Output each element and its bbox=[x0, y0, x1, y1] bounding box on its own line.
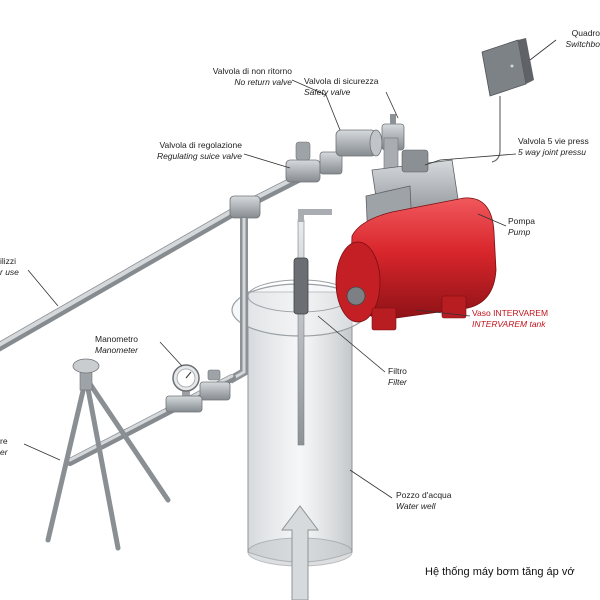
label-regulating-valve: Valvola di regolazione Regulating suice … bbox=[120, 140, 242, 162]
label-filter: Filtro Filter bbox=[388, 366, 407, 388]
label-utility-use: ilizzi r use bbox=[0, 256, 19, 278]
label-sprinkler: re er bbox=[0, 436, 8, 458]
sprinkler-tripod bbox=[48, 359, 168, 548]
label-five-way-joint: Valvola 5 vie press 5 way joint pressu bbox=[518, 136, 589, 158]
filter bbox=[294, 258, 308, 314]
label-safety-valve: Valvola di sicurezza Safety valve bbox=[304, 76, 379, 98]
label-pump: Pompa Pump bbox=[508, 216, 535, 238]
caption: Hệ thống máy bơm tăng áp vớ bbox=[425, 566, 575, 578]
label-manometer: Manometro Manometer bbox=[95, 334, 138, 356]
label-switchboard: Quadro Switchbo bbox=[470, 28, 600, 50]
label-intervarem-tank: Vaso INTERVAREM INTERVAREM tank bbox=[472, 308, 548, 330]
label-water-well: Pozzo d'acqua Water well bbox=[396, 490, 452, 512]
tee-fitting bbox=[230, 196, 260, 218]
non-return-valve bbox=[336, 130, 382, 156]
regulating-valve bbox=[286, 142, 342, 182]
label-non-return-valve: Valvola di non ritorno No return valve bbox=[170, 66, 292, 88]
manometer-pipe bbox=[230, 218, 244, 380]
